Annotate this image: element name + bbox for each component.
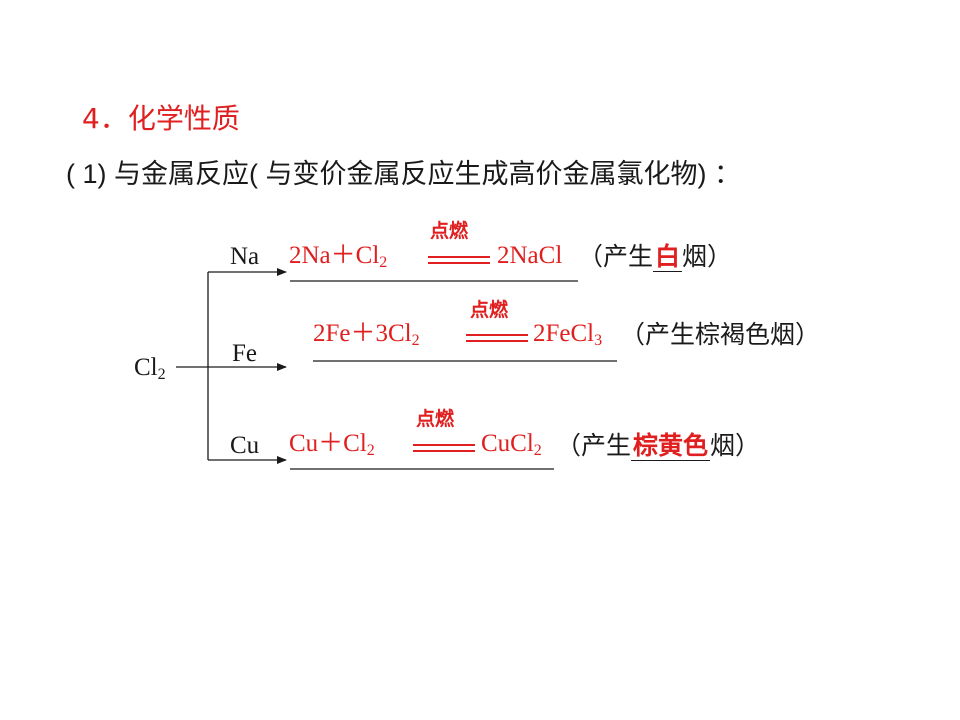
observation-cu-answer: 棕黄色	[633, 431, 709, 460]
section-heading: 4．化学性质	[82, 101, 240, 137]
equation-fe-lhs-text: 2Fe＋3Cl	[313, 320, 412, 347]
observation-fe: （产生棕褐色烟）	[620, 319, 820, 351]
equation-cu-lhs-text: Cu＋Cl	[289, 430, 367, 457]
equation-na-lhs: 2Na＋Cl2	[289, 240, 387, 272]
observation-cu-prefix: （产生	[556, 431, 632, 460]
observation-cu-blank: 棕黄色	[631, 431, 711, 461]
observation-cu-suffix: 烟）	[710, 431, 761, 460]
equation-cu-rhs-text: CuCl	[481, 430, 534, 457]
observation-na-suffix: 烟）	[682, 242, 733, 271]
equation-fe-rhs-text: 2FeCl	[533, 320, 595, 347]
observation-na-answer: 白	[655, 242, 681, 271]
section-number: 4．	[82, 102, 128, 135]
equation-fe-rhs: 2FeCl3	[533, 318, 602, 350]
equation-na-lhs-sub: 2	[379, 254, 388, 271]
equation-fe-lhs-sub: 2	[411, 332, 420, 349]
equation-cu-lhs-sub: 2	[366, 442, 375, 459]
equation-cu-lhs: Cu＋Cl2	[289, 428, 375, 460]
observation-na: （产生白烟）	[578, 241, 732, 273]
observation-na-blank: 白	[653, 242, 683, 272]
equation-na-lhs-text: 2Na＋Cl	[289, 242, 380, 269]
reactant-symbol: Cl	[134, 354, 158, 381]
equation-cu-rhs-sub: 2	[533, 442, 542, 459]
double-arrow-fe	[466, 334, 528, 342]
double-arrow-na	[428, 256, 490, 264]
observation-na-prefix: （产生	[578, 242, 654, 271]
subsection-heading: ( 1) 与金属反应( 与变价金属反应生成高价金属氯化物) ：	[66, 159, 741, 189]
condition-na: 点燃	[430, 220, 469, 242]
reactant-subscript: 2	[157, 366, 166, 383]
condition-fe: 点燃	[470, 299, 509, 321]
section-title: 化学性质	[127, 102, 240, 135]
condition-cu: 点燃	[416, 408, 455, 430]
observation-cu: （产生棕黄色烟）	[556, 430, 760, 462]
equation-fe-rhs-sub: 3	[594, 332, 603, 349]
observation-fe-text: （产生棕褐色烟）	[620, 320, 821, 349]
equation-cu-rhs: CuCl2	[481, 428, 542, 460]
metal-label-fe: Fe	[232, 340, 257, 367]
equation-na-rhs-text: 2NaCl	[497, 242, 563, 269]
metal-label-na: Na	[230, 243, 260, 270]
equation-fe-lhs: 2Fe＋3Cl2	[313, 318, 420, 350]
equation-na-rhs: 2NaCl	[497, 240, 562, 272]
metal-label-cu: Cu	[230, 432, 260, 459]
reactant-label: Cl2	[134, 352, 166, 384]
double-arrow-cu	[413, 444, 475, 452]
